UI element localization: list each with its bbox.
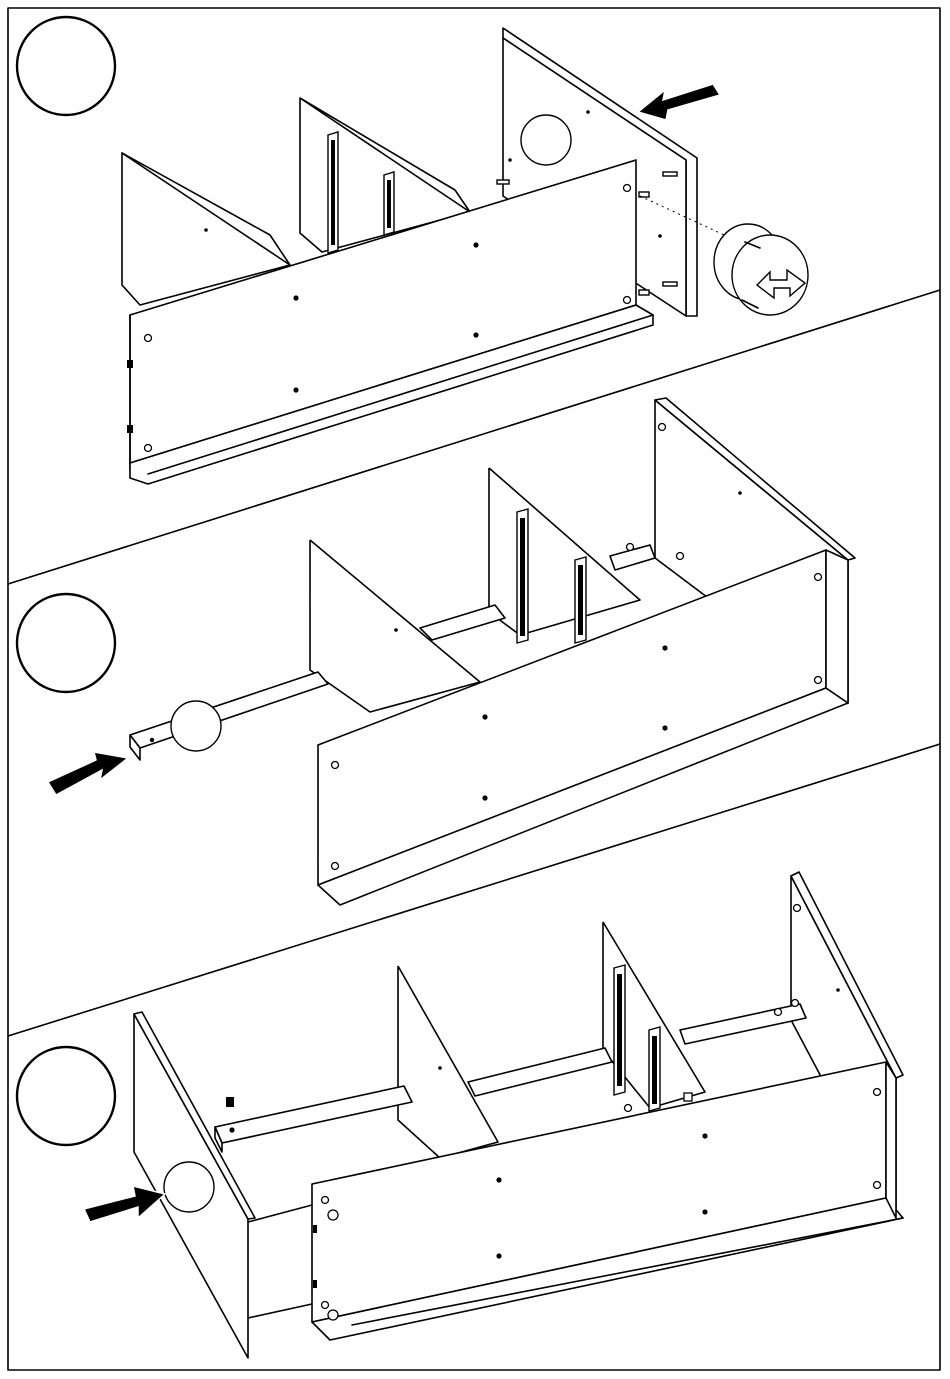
cross-rail [130, 672, 328, 748]
step-1-illustration [122, 28, 808, 484]
middle-divider-panel [489, 468, 640, 635]
push-arrow-icon [638, 84, 720, 120]
step-circle-1 [17, 17, 115, 115]
left-divider-panel [398, 966, 498, 1158]
cross-rail [215, 1086, 412, 1143]
magnifier-spot-icon [521, 115, 571, 165]
push-arrow-icon [48, 752, 128, 795]
step-3-illustration [84, 872, 903, 1358]
magnifier-spot-icon [171, 701, 221, 751]
push-arrow-icon [84, 1186, 165, 1222]
magnifier-spot-icon [164, 1162, 214, 1212]
step-circle-3 [17, 1047, 115, 1145]
cam-lock-fitting-icon [714, 224, 808, 315]
step-circle-2 [17, 594, 115, 692]
